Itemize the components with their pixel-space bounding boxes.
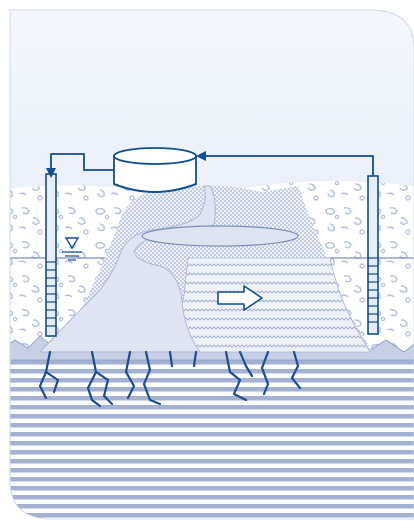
pipe-right-arrow-icon [196, 151, 206, 161]
bedrock-fractures [38, 350, 302, 408]
treatment-tank [113, 147, 197, 193]
flow-direction-arrow-icon [217, 285, 263, 311]
pipe-right [198, 155, 374, 176]
pipe-left [50, 153, 114, 174]
pipe-left-arrow-icon [46, 168, 56, 178]
product-pool [141, 225, 299, 247]
extraction-well-left [45, 173, 57, 337]
panel-border [9, 9, 414, 520]
injection-well-right [367, 175, 379, 335]
water-table-triangle-icon [62, 237, 82, 261]
bedrock-layer [10, 342, 414, 519]
